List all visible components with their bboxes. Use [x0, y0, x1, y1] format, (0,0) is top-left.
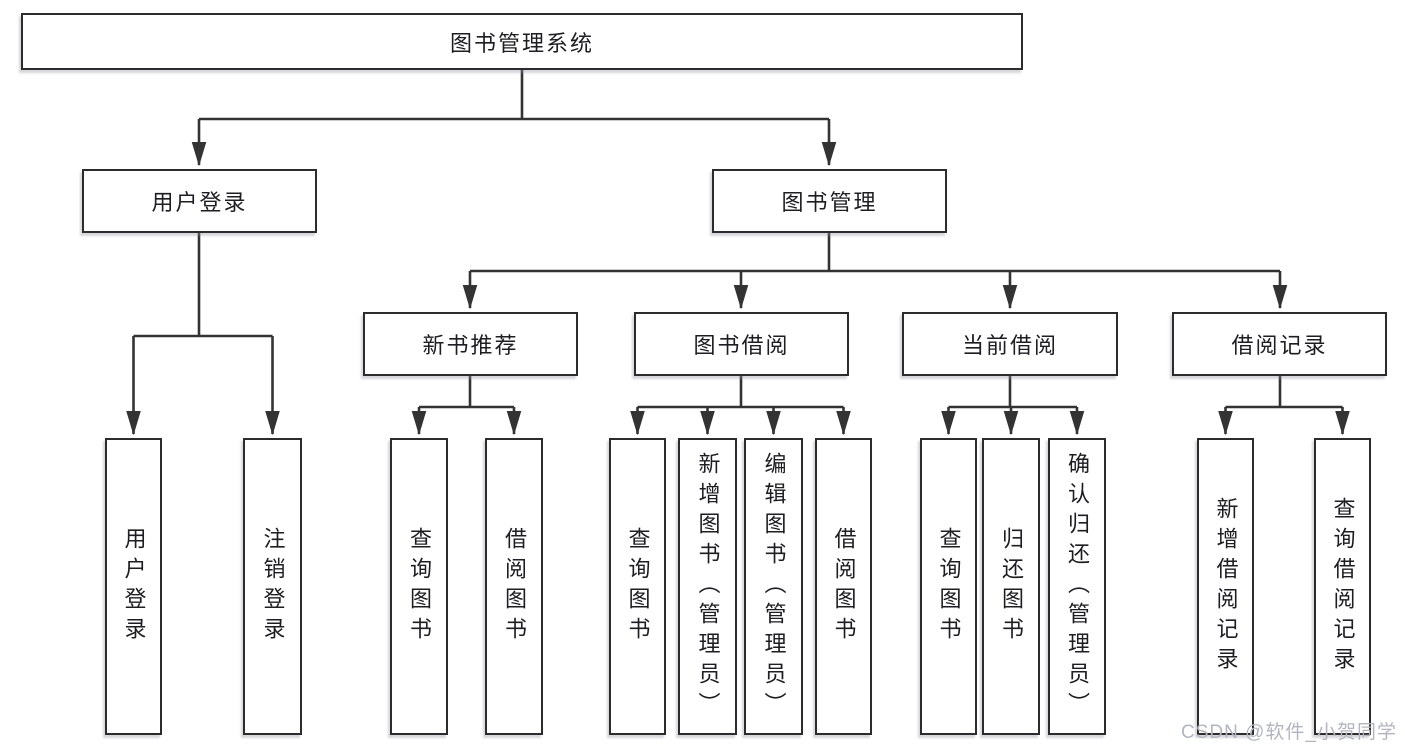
node-current-borrow: 当前借阅: [902, 312, 1118, 376]
connector-book-borrow-rail: [637, 376, 844, 409]
leaf-logout-label: 注销登录: [260, 526, 286, 647]
leaf-newbook-borrow-books-label: 借阅图书: [502, 526, 527, 647]
node-book-management: 图书管理: [712, 169, 947, 233]
leaf-user-login-label: 用户登录: [121, 526, 147, 647]
leaf-borrow-edit-books-admin: 编辑图书（管理员）: [744, 438, 803, 735]
node-book-borrow-label: 图书借阅: [693, 333, 790, 358]
leaf-borrow-add-books-admin: 新增图书（管理员）: [678, 438, 737, 735]
node-user-login: 用户登录: [82, 169, 317, 233]
leaf-current-return-books-label: 归还图书: [999, 526, 1024, 647]
node-borrow-records-label: 借阅记录: [1231, 333, 1328, 358]
leaf-borrow-add-books-admin-label: 新增图书（管理员）: [695, 451, 721, 722]
leaf-borrow-query-books-label: 查询图书: [625, 526, 651, 647]
node-current-borrow-label: 当前借阅: [961, 333, 1058, 358]
watermark: CSDN @软件_小贺同学: [1181, 722, 1397, 743]
connector-new-book-rail: [419, 376, 514, 409]
leaf-records-add-record-label: 新增借阅记录: [1213, 496, 1239, 677]
leaf-records-query-record-label: 查询借阅记录: [1330, 496, 1356, 677]
leaf-records-add-record: 新增借阅记录: [1197, 438, 1254, 735]
node-user-login-label: 用户登录: [151, 190, 248, 215]
connector-current-borrow-rail: [948, 376, 1077, 409]
node-borrow-records: 借阅记录: [1172, 312, 1387, 376]
leaf-newbook-query-books-label: 查询图书: [407, 526, 432, 647]
leaf-logout: 注销登录: [243, 438, 302, 735]
leaf-newbook-borrow-books: 借阅图书: [485, 438, 543, 735]
leaf-borrow-borrow-books-label: 借阅图书: [831, 526, 857, 647]
node-root: 图书管理系统: [21, 13, 1023, 70]
leaf-borrow-borrow-books: 借阅图书: [815, 438, 872, 735]
connector-root-rail: [199, 70, 829, 121]
leaf-newbook-query-books: 查询图书: [390, 438, 448, 735]
leaf-records-query-record: 查询借阅记录: [1314, 438, 1371, 735]
node-new-book-recommend-label: 新书推荐: [422, 333, 519, 358]
leaf-current-query-books-label: 查询图书: [936, 526, 962, 647]
connector-book-management-rail: [470, 233, 1280, 273]
leaf-borrow-query-books: 查询图书: [609, 438, 666, 735]
leaf-current-return-books: 归还图书: [982, 438, 1040, 735]
node-book-borrow: 图书借阅: [634, 312, 849, 376]
node-book-management-label: 图书管理: [781, 190, 878, 215]
leaf-current-confirm-return-admin-label: 确认归还（管理员）: [1065, 451, 1090, 722]
leaf-borrow-edit-books-admin-label: 编辑图书（管理员）: [761, 451, 787, 722]
connector-user-login-rail: [133, 233, 273, 338]
node-new-book-recommend: 新书推荐: [363, 312, 578, 376]
leaf-user-login: 用户登录: [105, 438, 162, 735]
connector-borrow-records-rail: [1225, 376, 1343, 409]
node-root-label: 图书管理系统: [449, 30, 594, 56]
leaf-current-query-books: 查询图书: [920, 438, 977, 735]
leaf-current-confirm-return-admin: 确认归还（管理员）: [1048, 438, 1106, 735]
